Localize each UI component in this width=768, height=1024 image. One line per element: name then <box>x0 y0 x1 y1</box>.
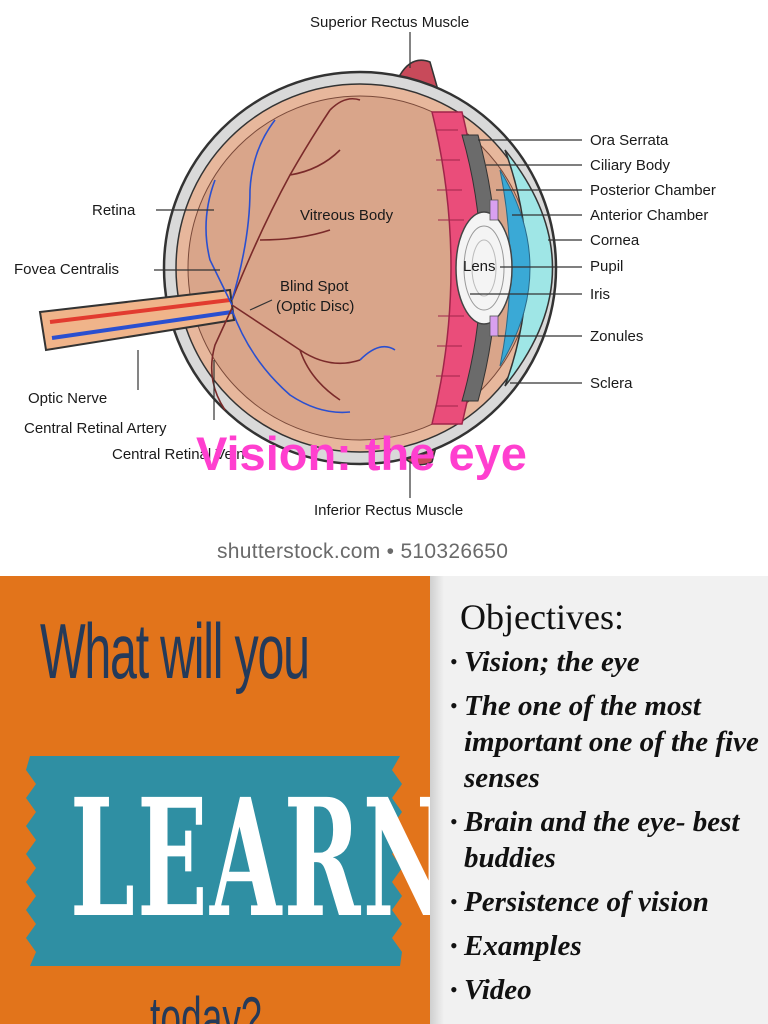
label-lens: Lens <box>463 258 496 276</box>
label-fovea-centralis: Fovea Centralis <box>14 261 119 279</box>
objective-item: •Examples <box>450 928 768 964</box>
banner-word: LEARN <box>70 772 430 947</box>
objective-item: •Persistence of vision <box>450 884 768 920</box>
label-optic-disc: (Optic Disc) <box>276 298 354 316</box>
label-iris: Iris <box>590 286 610 304</box>
poster-footer: today? <box>150 984 262 1024</box>
label-posterior-chamber: Posterior Chamber <box>590 182 716 200</box>
poster-headline: What will you <box>40 606 309 696</box>
label-sclera: Sclera <box>590 375 633 393</box>
bullet-icon: • <box>450 884 458 920</box>
objectives-heading: Objectives: <box>460 596 624 638</box>
objective-text: Vision; the eye <box>464 646 640 678</box>
label-ora-serrata: Ora Serrata <box>590 132 668 150</box>
eye-diagram: Superior Rectus Muscle Ora Serrata Cilia… <box>0 0 768 576</box>
objectives-panel: Objectives: •Vision; the eye •The one of… <box>430 576 768 1024</box>
objective-item: •Brain and the eye- best buddies <box>450 804 768 876</box>
label-retina: Retina <box>92 202 135 220</box>
label-inferior-rectus: Inferior Rectus Muscle <box>314 502 463 520</box>
objective-text: Brain and the eye- best buddies <box>464 806 740 874</box>
objectives-list: •Vision; the eye •The one of the most im… <box>450 644 768 1016</box>
label-superior-rectus: Superior Rectus Muscle <box>310 14 469 32</box>
label-ciliary-body: Ciliary Body <box>590 157 670 175</box>
objective-text: Examples <box>464 930 582 962</box>
panel-shadow-edge <box>430 576 444 1024</box>
eye-illustration <box>0 0 768 576</box>
objective-item: •The one of the most important one of th… <box>450 688 768 796</box>
objective-text: The one of the most important one of the… <box>464 690 759 794</box>
label-central-retinal-artery: Central Retinal Artery <box>24 420 167 438</box>
watermark: shutterstock.com • 510326650 <box>217 540 508 564</box>
label-cornea: Cornea <box>590 232 639 250</box>
label-anterior-chamber: Anterior Chamber <box>590 207 708 225</box>
label-pupil: Pupil <box>590 258 623 276</box>
bullet-icon: • <box>450 804 458 840</box>
learn-poster: What will you LEARN today? <box>0 576 430 1024</box>
label-optic-nerve: Optic Nerve <box>28 390 107 408</box>
label-vitreous-body: Vitreous Body <box>300 207 393 225</box>
bullet-icon: • <box>450 644 458 680</box>
objective-item: •Video <box>450 972 768 1008</box>
bullet-icon: • <box>450 688 458 724</box>
objective-item: •Vision; the eye <box>450 644 768 680</box>
label-zonules: Zonules <box>590 328 643 346</box>
bullet-icon: • <box>450 972 458 1008</box>
slide-title: Vision: the eye <box>196 424 527 484</box>
label-blind-spot: Blind Spot <box>280 278 348 296</box>
objective-text: Video <box>464 974 532 1006</box>
objective-text: Persistence of vision <box>464 886 709 918</box>
bullet-icon: • <box>450 928 458 964</box>
